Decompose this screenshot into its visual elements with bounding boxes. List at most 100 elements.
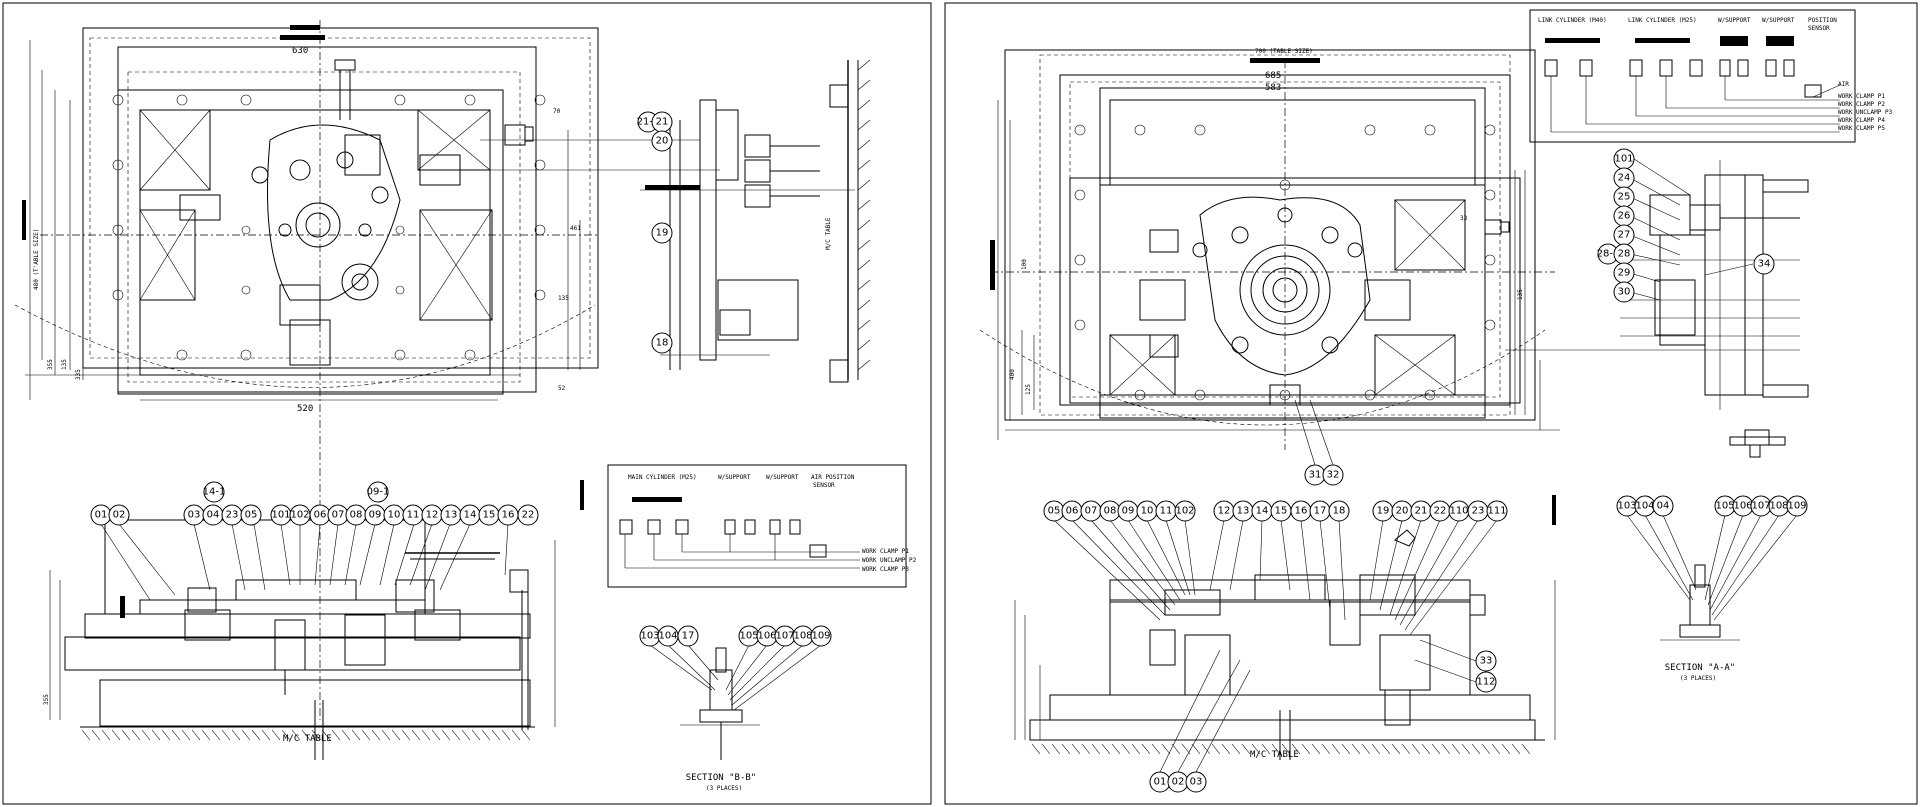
right-table-outline (1004, 49, 1536, 421)
left-dim-135: 135 (558, 295, 569, 302)
svg-text:101: 101 (1614, 154, 1633, 165)
svg-text:104: 104 (658, 631, 677, 642)
svg-text:27: 27 (1618, 230, 1631, 241)
right-section-aa: 103 104 04 105 106 107 108 109 SECTION "… (1616, 495, 1808, 682)
section-bb-sub: (3 PLACES) (706, 785, 742, 792)
svg-text:SENSOR: SENSOR (813, 482, 835, 489)
svg-text:31: 31 (1309, 470, 1322, 481)
svg-text:15: 15 (1275, 506, 1288, 517)
svg-text:05: 05 (245, 510, 258, 521)
svg-text:02: 02 (1172, 777, 1185, 788)
left-bottom-balloons: 14-1 09-1 01 02 03 04 23 05 101 102 06 0… (90, 481, 539, 601)
svg-text:28-1: 28-1 (1597, 249, 1620, 260)
svg-text:22: 22 (522, 510, 535, 521)
svg-text:07: 07 (1085, 506, 1098, 517)
svg-text:104: 104 (1635, 501, 1654, 512)
right-fixture-drawing: 700 (TABLE SIZE) 685 583 33 100 400 125 … (944, 2, 1918, 805)
left-sheet-border (2, 2, 932, 805)
svg-text:33: 33 (1480, 656, 1493, 667)
svg-text:WORK CLAMP P3: WORK CLAMP P3 (862, 566, 909, 573)
svg-text:08: 08 (1104, 506, 1117, 517)
section-bb-title: SECTION "B-B" (686, 773, 756, 783)
svg-text:135: 135 (1517, 289, 1524, 300)
svg-text:106: 106 (757, 631, 776, 642)
svg-text:21: 21 (656, 117, 669, 128)
right-bottom-balloons: 05 06 07 08 09 10 11 102 12 13 14 15 16 … (1043, 500, 1508, 793)
right-pneumatic-circuit: LINK CYLINDER (M40) LINK CYLINDER (M25) … (1529, 9, 1893, 143)
svg-text:14-1: 14-1 (203, 487, 226, 498)
left-dim-bottom: 520 (297, 404, 313, 414)
svg-text:18: 18 (1333, 506, 1346, 517)
svg-text:WORK UNCLAMP P3: WORK UNCLAMP P3 (1838, 109, 1893, 116)
svg-text:26: 26 (1618, 211, 1631, 222)
svg-text:01: 01 (95, 510, 108, 521)
svg-text:32: 32 (1327, 470, 1340, 481)
svg-text:07: 07 (332, 510, 345, 521)
svg-text:POSITION: POSITION (1808, 17, 1837, 24)
left-mc-table: M/C TABLE (283, 734, 332, 744)
left-swing-arc (14, 304, 596, 388)
svg-text:09: 09 (369, 510, 382, 521)
right-swing-arc (979, 329, 1546, 426)
svg-text:30: 30 (1618, 287, 1631, 298)
svg-text:109: 109 (811, 631, 830, 642)
svg-text:09-1: 09-1 (367, 487, 390, 498)
svg-text:107: 107 (1751, 501, 1770, 512)
svg-text:WORK CLAMP P4: WORK CLAMP P4 (1838, 117, 1885, 124)
svg-text:16: 16 (502, 510, 515, 521)
section-aa-sub: (3 PLACES) (1680, 675, 1716, 682)
svg-text:19: 19 (1377, 506, 1390, 517)
svg-text:103: 103 (1617, 501, 1636, 512)
left-pneumatic-circuit: MAIN CYLINDER (M25) W/SUPPORT W/SUPPORT … (607, 464, 917, 588)
svg-text:W/SUPPORT: W/SUPPORT (718, 474, 751, 481)
svg-text:100: 100 (1021, 259, 1028, 270)
right-side-balloons: 101 24 25 26 27 28-1 28 29 30 34 (1597, 148, 1775, 303)
svg-text:11: 11 (407, 510, 420, 521)
svg-text:107: 107 (775, 631, 794, 642)
svg-text:WORK UNCLAMP P2: WORK UNCLAMP P2 (862, 557, 917, 564)
right-dim-top: 700 (TABLE SIZE) (1255, 48, 1313, 55)
section-aa-title: SECTION "A-A" (1665, 663, 1735, 673)
svg-text:110: 110 (1449, 506, 1468, 517)
svg-text:108: 108 (1769, 501, 1788, 512)
svg-text:03: 03 (188, 510, 201, 521)
svg-text:06: 06 (314, 510, 327, 521)
left-dim-top: 630 (292, 46, 308, 56)
svg-text:16: 16 (1295, 506, 1308, 517)
svg-text:103: 103 (640, 631, 659, 642)
right-dim-583: 583 (1265, 83, 1281, 93)
svg-text:12: 12 (1218, 506, 1231, 517)
svg-text:109: 109 (1787, 501, 1806, 512)
left-workpiece (179, 59, 534, 366)
left-side-dim-335: 335 (75, 369, 82, 380)
left-table-outline (82, 27, 599, 369)
left-side-elevation (480, 59, 871, 383)
left-dim-70: 70 (553, 108, 561, 115)
svg-text:24: 24 (1618, 173, 1631, 184)
svg-text:SENSOR: SENSOR (1808, 25, 1830, 32)
right-dim-33: 33 (1460, 215, 1468, 222)
svg-text:105: 105 (739, 631, 758, 642)
svg-text:01: 01 (1154, 777, 1167, 788)
svg-text:10: 10 (1141, 506, 1154, 517)
svg-text:W/SUPPORT: W/SUPPORT (766, 474, 799, 481)
svg-text:19: 19 (656, 228, 669, 239)
left-dim-52: 52 (558, 385, 566, 392)
svg-text:04: 04 (207, 510, 220, 521)
svg-text:10: 10 (388, 510, 401, 521)
svg-text:125: 125 (1025, 384, 1032, 395)
svg-text:23: 23 (1472, 506, 1485, 517)
left-side-dim-480: 480 (T'ABLE SIZE) (33, 229, 40, 290)
svg-text:20: 20 (656, 136, 669, 147)
svg-text:09: 09 (1122, 506, 1135, 517)
svg-text:17: 17 (682, 631, 695, 642)
svg-text:101: 101 (271, 510, 290, 521)
svg-text:AIR: AIR (1838, 81, 1849, 88)
right-dim-685: 685 (1265, 71, 1281, 81)
svg-text:WORK CLAMP P1: WORK CLAMP P1 (862, 548, 909, 555)
left-side-dim-355: 355 (47, 359, 54, 370)
svg-text:WORK CLAMP P5: WORK CLAMP P5 (1838, 125, 1885, 132)
svg-text:AIR POSITION: AIR POSITION (811, 474, 855, 481)
svg-text:WORK CLAMP P1: WORK CLAMP P1 (1838, 93, 1885, 100)
right-front-elevation (1014, 529, 1556, 760)
